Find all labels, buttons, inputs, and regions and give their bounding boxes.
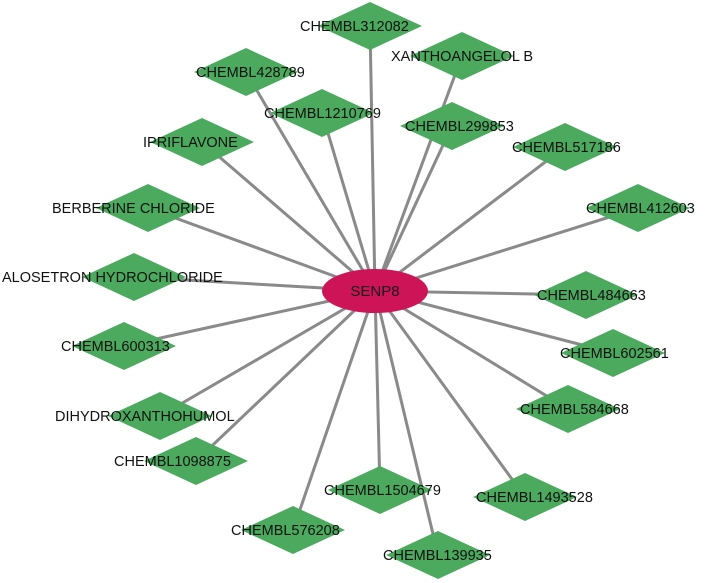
node-label: CHEMBL1504679: [324, 483, 441, 499]
node-label: CHEMBL576208: [231, 523, 340, 539]
node-label: BERBERINE CHLORIDE: [52, 201, 215, 217]
edge-senp8-chembl1504679: [373, 290, 382, 491]
edge-senp8-chembl1210769: [320, 112, 377, 292]
node-chembl428789[interactable]: CHEMBL428789: [194, 48, 305, 96]
node-label: XANTHOANGELOL B: [391, 49, 533, 65]
edge-senp8-dihydroxanthohumol: [159, 289, 376, 418]
node-label: CHEMBL600313: [61, 339, 170, 355]
edge-senp8-chembl428789: [244, 71, 377, 292]
node-chembl1493528[interactable]: CHEMBL1493528: [473, 473, 593, 521]
edge-senp8-chembl584668: [374, 289, 569, 411]
node-chembl517186[interactable]: CHEMBL517186: [512, 123, 621, 171]
node-alosetron-hydrochloride[interactable]: ALOSETRON HYDROCHLORIDE: [2, 253, 223, 301]
node-dihydroxanthohumol[interactable]: DIHYDROXANTHOHUMOL: [55, 392, 235, 440]
edge-senp8-chembl312082: [368, 25, 377, 292]
edge-senp8-ipriflavone: [201, 140, 376, 293]
node-diamond[interactable]: [473, 473, 577, 521]
node-chembl602561[interactable]: CHEMBL602561: [560, 329, 669, 377]
node-diamond[interactable]: [241, 506, 345, 554]
edge-senp8-chembl299853: [373, 125, 454, 292]
node-diamond[interactable]: [82, 253, 186, 301]
hub-ellipse[interactable]: [322, 269, 428, 313]
node-diamond[interactable]: [386, 531, 490, 579]
node-diamond[interactable]: [400, 102, 504, 150]
node-label: CHEMBL517186: [512, 140, 621, 156]
node-label: ALOSETRON HYDROCHLORIDE: [2, 270, 223, 286]
edge-senp8-chembl1493528: [373, 290, 527, 498]
hub-node[interactable]: SENP8: [322, 269, 428, 313]
hub-label: SENP8: [350, 283, 399, 300]
node-label: CHEMBL1210769: [264, 106, 381, 122]
node-diamond[interactable]: [108, 392, 212, 440]
node-chembl576208[interactable]: CHEMBL576208: [231, 506, 345, 554]
node-diamond[interactable]: [513, 123, 617, 171]
node-xanthoangelol-b[interactable]: XANTHOANGELOL B: [391, 32, 533, 80]
edge-senp8-chembl517186: [374, 145, 566, 293]
node-label: CHEMBL428789: [196, 65, 305, 81]
node-label: CHEMBL602561: [560, 346, 669, 362]
edge-senp8-chembl412603: [374, 206, 639, 293]
node-chembl139935[interactable]: CHEMBL139935: [383, 531, 492, 579]
node-label: CHEMBL584668: [520, 402, 629, 418]
node-diamond[interactable]: [144, 437, 248, 485]
node-chembl299853[interactable]: CHEMBL299853: [400, 102, 514, 150]
node-diamond[interactable]: [150, 118, 254, 166]
node-label: CHEMBL1493528: [476, 490, 593, 506]
node-diamond[interactable]: [96, 184, 200, 232]
node-ipriflavone[interactable]: IPRIFLAVONE: [143, 118, 254, 166]
node-chembl412603[interactable]: CHEMBL412603: [586, 184, 695, 232]
node-chembl600313[interactable]: CHEMBL600313: [61, 322, 176, 370]
node-label: CHEMBL484663: [537, 288, 646, 304]
node-diamond[interactable]: [410, 32, 514, 80]
node-diamond[interactable]: [534, 271, 638, 319]
node-diamond[interactable]: [586, 184, 690, 232]
node-diamond[interactable]: [270, 89, 374, 137]
edge-senp8-xanthoangelol-b: [373, 55, 464, 292]
node-chembl1210769[interactable]: CHEMBL1210769: [264, 89, 381, 137]
node-diamond[interactable]: [561, 329, 665, 377]
edge-senp8-chembl139935: [373, 290, 440, 556]
node-diamond[interactable]: [318, 2, 422, 50]
node-berberine-chloride[interactable]: BERBERINE CHLORIDE: [52, 184, 215, 232]
node-label: CHEMBL312082: [300, 19, 409, 35]
edge-senp8-chembl576208: [291, 290, 377, 531]
node-chembl584668[interactable]: CHEMBL584668: [516, 385, 629, 433]
node-label: CHEMBL1098875: [114, 454, 231, 470]
node-chembl1504679[interactable]: CHEMBL1504679: [324, 466, 441, 514]
edge-senp8-chembl1098875: [194, 289, 377, 463]
node-chembl484663[interactable]: CHEMBL484663: [534, 271, 646, 319]
node-label: CHEMBL299853: [405, 119, 514, 135]
node-label: DIHYDROXANTHOHUMOL: [55, 409, 235, 425]
node-label: CHEMBL412603: [586, 201, 695, 217]
node-label: CHEMBL139935: [383, 548, 492, 564]
node-diamond[interactable]: [328, 466, 432, 514]
node-chembl1098875[interactable]: CHEMBL1098875: [114, 437, 248, 485]
node-diamond[interactable]: [194, 48, 298, 96]
node-label: IPRIFLAVONE: [143, 135, 238, 151]
node-diamond[interactable]: [516, 385, 620, 433]
node-diamond[interactable]: [72, 322, 176, 370]
node-chembl312082[interactable]: CHEMBL312082: [300, 2, 422, 50]
